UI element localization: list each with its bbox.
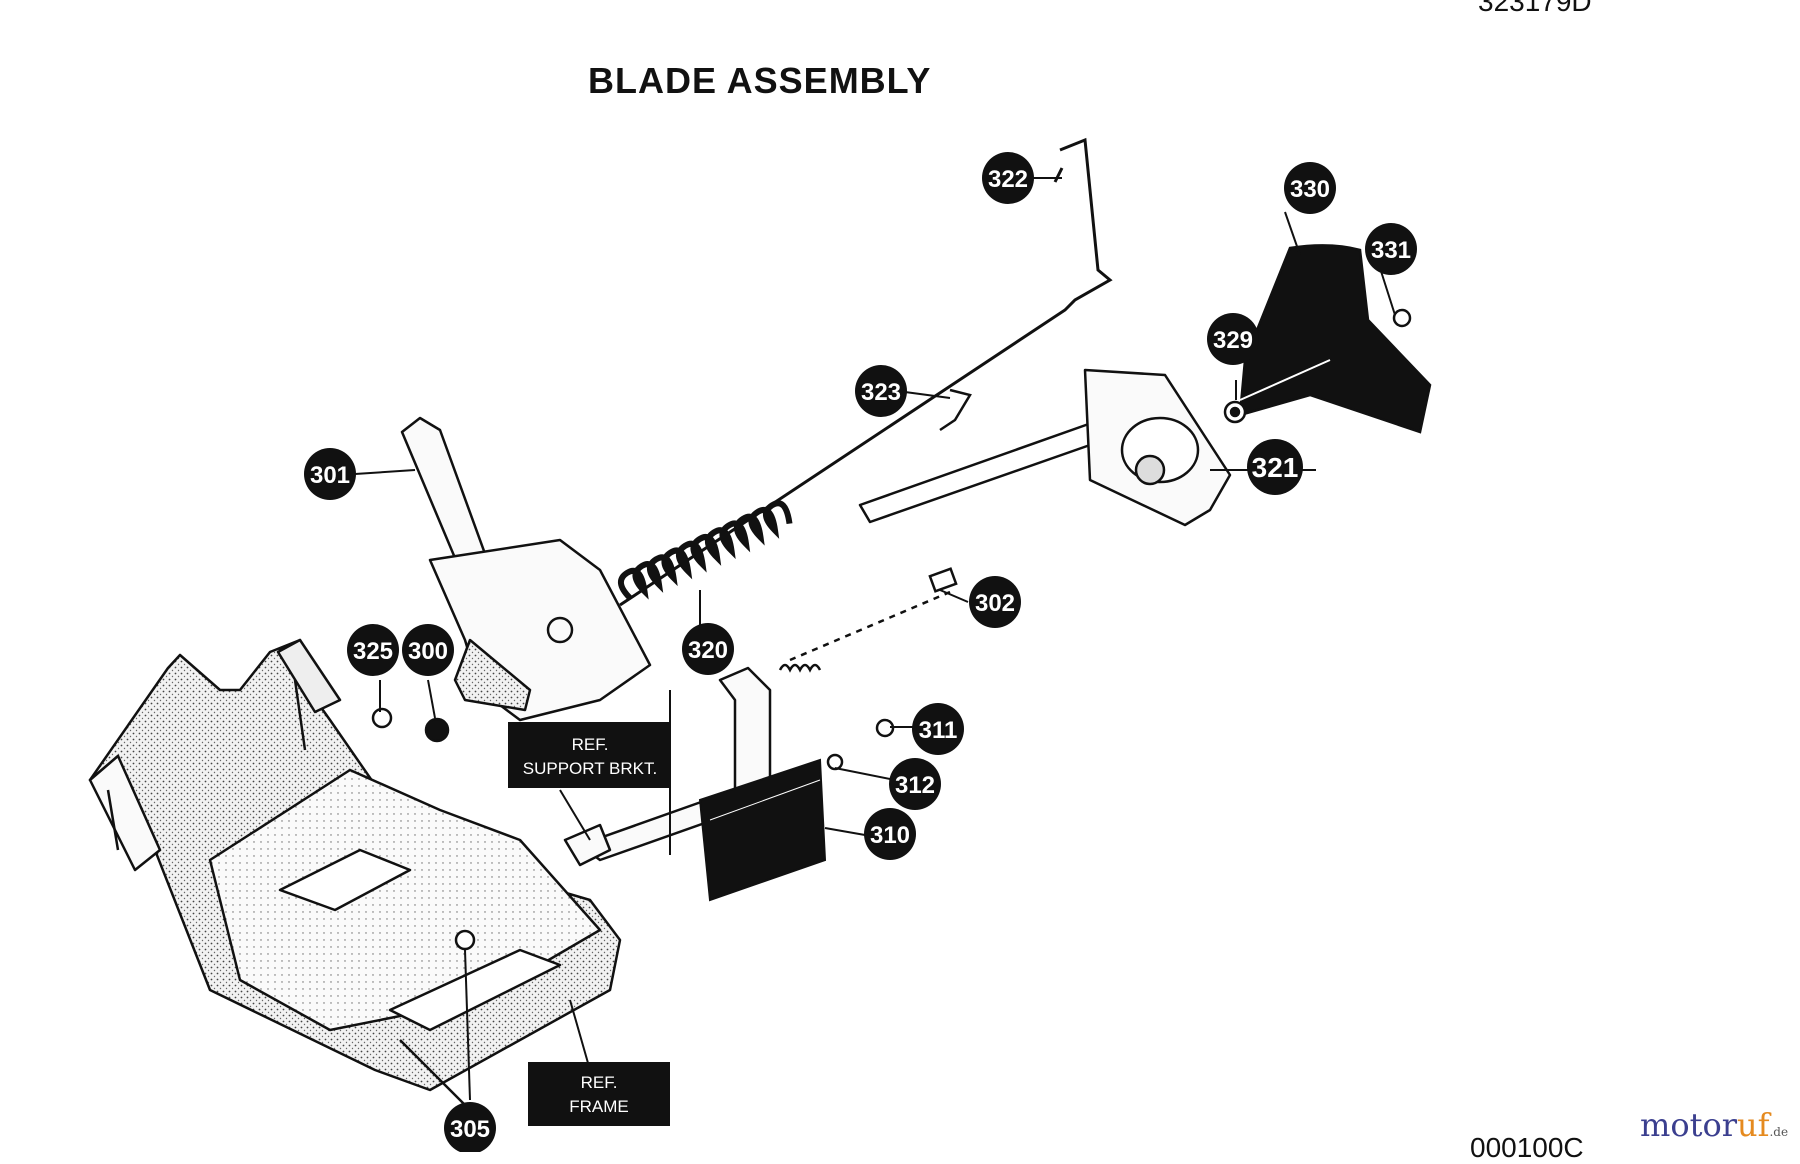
- control-rod-part: [619, 137, 1113, 607]
- callout-325: 325: [347, 624, 399, 676]
- svg-text:321: 321: [1252, 452, 1299, 483]
- handle-shaft-part: [858, 368, 1232, 527]
- brand-main: motor: [1640, 1106, 1738, 1144]
- brand-tld: .de: [1769, 1125, 1789, 1139]
- callout-323: 323: [855, 365, 907, 417]
- svg-text:322: 322: [988, 166, 1028, 193]
- svg-text:323: 323: [861, 379, 901, 406]
- callout-310: 310: [864, 808, 916, 860]
- svg-text:320: 320: [688, 637, 728, 664]
- callout-305: 305: [444, 1102, 496, 1154]
- ref-frame-box: REF. FRAME: [528, 1062, 670, 1126]
- svg-text:311: 311: [919, 717, 958, 744]
- frame-part: [88, 638, 622, 1111]
- drawing-code-bottom: 000100C: [1470, 1132, 1584, 1163]
- svg-text:301: 301: [310, 462, 350, 489]
- blade-lever-part: [400, 416, 652, 722]
- hardware-parts: [371, 308, 1412, 951]
- knob-part: [1238, 244, 1432, 434]
- blade-edge-part: [698, 758, 827, 902]
- svg-text:330: 330: [1290, 176, 1330, 203]
- callout-312: 312: [889, 758, 941, 810]
- callout-331: 331: [1365, 223, 1417, 275]
- ref-frame-line2: FRAME: [569, 1097, 629, 1116]
- ref-support-box: REF. SUPPORT BRKT.: [508, 722, 670, 788]
- callout-300: 300: [402, 624, 454, 676]
- callout-311: 311: [912, 703, 964, 755]
- svg-text:310: 310: [870, 822, 910, 849]
- svg-text:300: 300: [408, 638, 448, 665]
- brand-accent: uf: [1737, 1106, 1770, 1144]
- drawing-code-top: 323179D: [1478, 0, 1592, 17]
- callout-329: 329: [1207, 313, 1259, 365]
- callout-321: 321: [1247, 439, 1303, 495]
- brand-watermark: motoruf.de: [1640, 1106, 1788, 1144]
- ref-support-line2: SUPPORT BRKT.: [523, 759, 657, 778]
- svg-text:312: 312: [895, 772, 935, 799]
- ref-support-line1: REF.: [572, 735, 609, 754]
- ref-frame-line1: REF.: [581, 1073, 618, 1092]
- svg-text:331: 331: [1371, 237, 1411, 264]
- diagram-title: BLADE ASSEMBLY: [588, 60, 932, 101]
- spring-part: [618, 500, 793, 601]
- callout-301: 301: [304, 448, 356, 500]
- callout-322: 322: [982, 152, 1034, 204]
- svg-text:305: 305: [450, 1116, 490, 1143]
- svg-text:325: 325: [353, 638, 393, 665]
- callout-330: 330: [1284, 162, 1336, 214]
- svg-text:329: 329: [1213, 327, 1253, 354]
- callout-320: 320: [682, 623, 734, 675]
- callouts: 322 330 331 329 323 321 301 302 320 325 …: [304, 152, 1417, 1154]
- svg-text:302: 302: [975, 590, 1015, 617]
- callout-302: 302: [969, 576, 1021, 628]
